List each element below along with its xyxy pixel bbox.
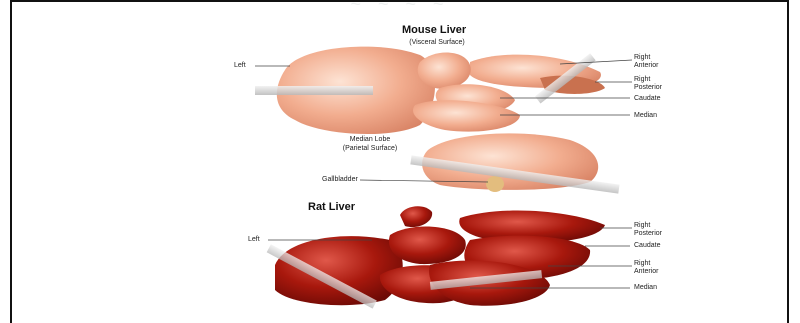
mouse-label-right-anterior: Right Anterior xyxy=(634,54,659,70)
gallbladder-shape xyxy=(486,176,504,192)
mouse-label-median: Median xyxy=(634,112,657,120)
mouse-median-lobe-top xyxy=(418,53,471,89)
rat-center-lobe xyxy=(389,226,466,264)
rat-label-right-anterior: Right Anterior xyxy=(634,260,659,276)
rat-liver-title: Rat Liver xyxy=(308,201,355,213)
mouse-liver-title: Mouse Liver xyxy=(402,24,466,36)
rat-liver xyxy=(267,206,605,308)
mouse-label-right-posterior: Right Posterior xyxy=(634,76,662,92)
rat-top-lobe xyxy=(400,206,432,227)
mouse-label-caudate: Caudate xyxy=(634,95,660,103)
mouse-bar-left xyxy=(255,86,373,95)
rat-label-caudate: Caudate xyxy=(634,242,660,250)
mouse-median-lobe-parietal xyxy=(410,133,619,193)
rat-label-right-posterior: Right Posterior xyxy=(634,222,662,238)
gallbladder-label: Gallbladder xyxy=(322,176,358,184)
rat-label-median: Median xyxy=(634,284,657,292)
rat-left-lobe xyxy=(275,236,403,305)
median-lobe-caption: Median Lobe (Parietal Surface) xyxy=(330,135,410,153)
mouse-liver-visceral xyxy=(255,47,605,134)
rat-label-left: Left xyxy=(248,236,260,244)
mouse-label-left: Left xyxy=(234,62,246,70)
mouse-liver-subtitle: (Visceral Surface) xyxy=(396,38,478,47)
